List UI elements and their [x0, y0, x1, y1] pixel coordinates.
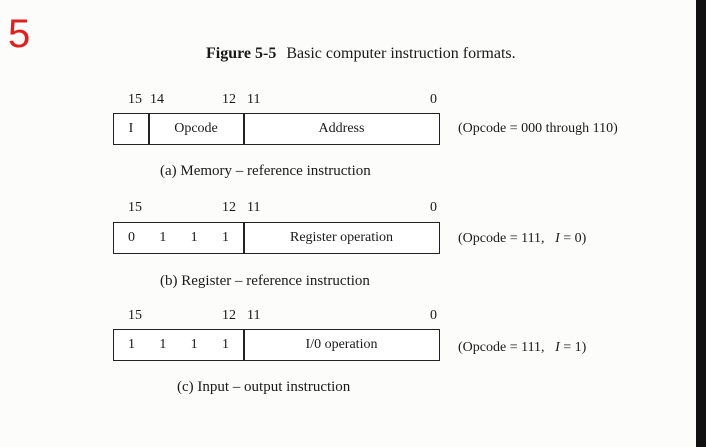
opcode-bits-field: 0 1 1 1	[114, 223, 243, 253]
bit-value: 1	[159, 337, 167, 352]
bit-value: 0	[128, 230, 135, 245]
bit-15: 15	[128, 92, 142, 107]
bit-12: 12	[222, 308, 236, 323]
opcode-bits-field: 1 1 1 1	[114, 330, 243, 360]
figure-label: Figure 5-5	[206, 45, 277, 62]
note-variable: I	[555, 340, 560, 355]
bit-11: 11	[247, 308, 261, 323]
bit-0: 0	[430, 308, 437, 323]
frame-edge	[696, 0, 706, 447]
bit-11: 11	[247, 200, 261, 215]
instruction-box: 1 1 1 1 I/0 operation	[113, 329, 440, 361]
figure-title: Figure 5-5 Basic computer instruction for…	[206, 45, 516, 63]
bit-0: 0	[430, 200, 437, 215]
note-variable: I	[555, 231, 560, 246]
opcode-note: (Opcode = 000 through 110)	[458, 121, 618, 136]
format-caption: (a) Memory – reference instruction	[160, 163, 371, 179]
opcode-note: (Opcode = 111, I = 0)	[458, 231, 586, 247]
field-divider	[243, 114, 245, 144]
bit-value: 1	[221, 230, 229, 245]
bit-14: 14	[150, 92, 164, 107]
note-text: = 1)	[559, 340, 587, 355]
bit-12: 12	[222, 200, 236, 215]
instruction-box: I Opcode Address	[113, 113, 440, 145]
opcode-field: Opcode	[174, 121, 218, 136]
note-text: = 0)	[559, 231, 587, 246]
note-text: (Opcode = 111,	[458, 231, 545, 246]
corner-mark: 5	[8, 12, 31, 56]
bit-value: 1	[221, 337, 229, 352]
instruction-box: 0 1 1 1 Register operation	[113, 222, 440, 254]
field-divider	[243, 330, 245, 360]
opcode-note: (Opcode = 111, I = 1)	[458, 340, 586, 356]
bit-12: 12	[222, 92, 236, 107]
bit-0: 0	[430, 92, 437, 107]
bit-value: 1	[190, 337, 198, 352]
io-operation-field: I/0 operation	[305, 337, 378, 352]
register-operation-field: Register operation	[289, 230, 394, 245]
figure-caption-text: Basic computer instruction formats.	[286, 45, 516, 62]
bit-value: 1	[159, 230, 167, 245]
indirect-bit-field: I	[128, 121, 134, 136]
address-field: Address	[318, 121, 365, 136]
format-caption: (c) Input – output instruction	[177, 379, 351, 395]
field-divider	[243, 223, 245, 253]
bit-value: 1	[190, 230, 198, 245]
bit-11: 11	[247, 92, 261, 107]
note-text: (Opcode = 111,	[458, 340, 545, 355]
bit-value: 1	[128, 337, 135, 352]
bit-15: 15	[128, 200, 142, 215]
bit-15: 15	[128, 308, 142, 323]
field-divider	[148, 114, 150, 144]
format-caption: (b) Register – reference instruction	[160, 273, 370, 289]
